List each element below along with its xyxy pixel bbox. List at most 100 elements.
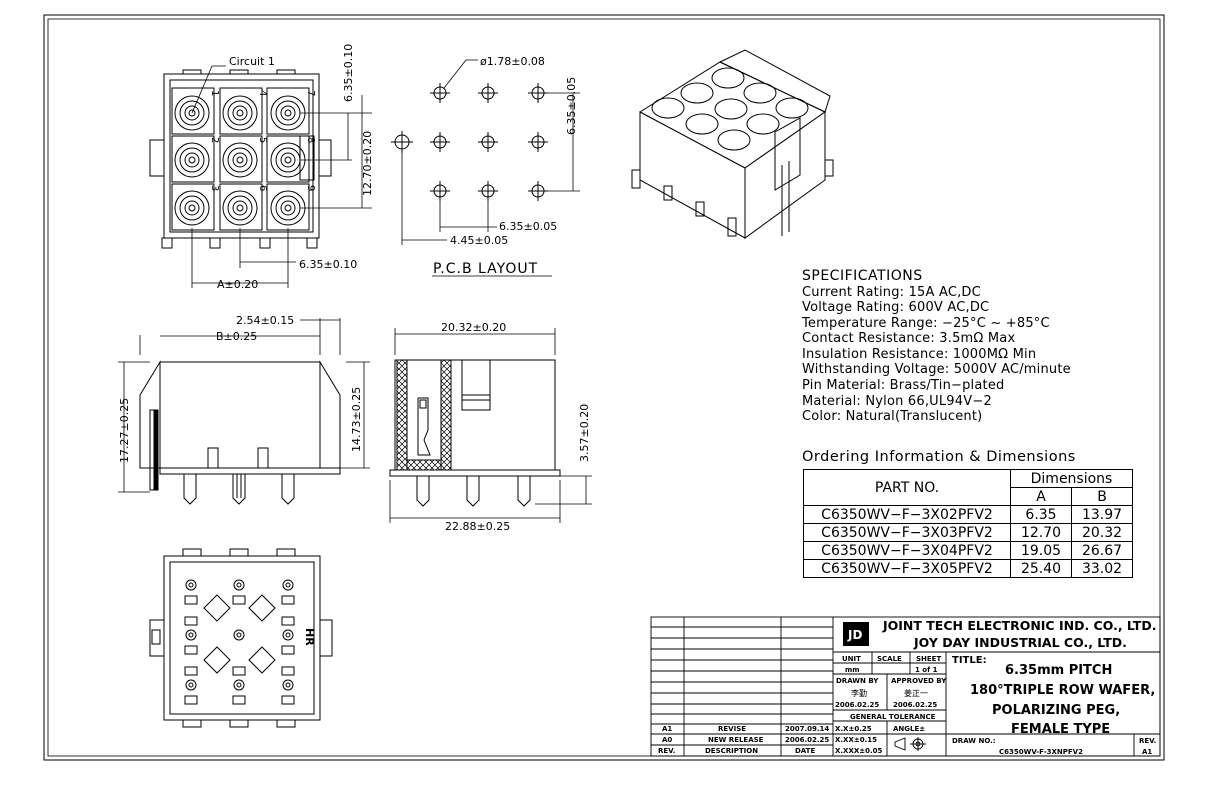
- header-description: DESCRIPTION: [705, 747, 758, 755]
- draw-no-value: C6350WV-F-3XNPFV2: [999, 748, 1083, 756]
- rev-value: A1: [1142, 748, 1152, 756]
- dim-a-cell: 12.70: [1010, 523, 1072, 542]
- bottom-view-mark: HR: [303, 628, 316, 646]
- dim-pcb-offset: 4.45±0.05: [450, 234, 508, 247]
- pin-number: 4: [257, 90, 268, 96]
- draw-no-label: DRAW NO.:: [952, 737, 996, 745]
- dim-side-body: 14.73±0.25: [350, 387, 363, 452]
- spec-line: Color: Natural(Translucent): [802, 409, 983, 424]
- pin-number: 9: [305, 185, 316, 191]
- title-label: TITLE:: [952, 655, 987, 666]
- drawn-by-label: DRAWN BY: [836, 677, 879, 685]
- pin-numbers: 1 2 3 4 5 6 7 8 9: [209, 90, 316, 191]
- dim-front-right: 12.70±0.20: [361, 131, 374, 196]
- sheet-value: 1 of 1: [915, 666, 938, 674]
- revision-date: 2007.09.14: [785, 725, 829, 733]
- unit-label: UNIT: [842, 655, 861, 663]
- dim-pcb-vertical: 6.35±0.05: [565, 77, 578, 135]
- title-line-1: 6.35mm PITCH: [1005, 663, 1112, 678]
- col-part-no: PART NO.: [803, 469, 1011, 506]
- isometric-view: [631, 49, 834, 239]
- part-no-cell: C6350WV−F−3X02PFV2: [803, 505, 1011, 524]
- pcb-layout-dimensions: [401, 59, 580, 277]
- tolerance-1: X.X±0.25: [835, 725, 872, 733]
- table-row: C6350WV−F−3X02PFV2 6.35 13.97: [803, 505, 1133, 524]
- side-view-dimensions: [118, 318, 370, 493]
- drawn-by-name: 李勤: [851, 688, 867, 698]
- company-logo: JD: [843, 622, 869, 646]
- pcb-hole-size: ø1.78±0.08: [480, 55, 545, 68]
- approved-date: 2006.02.25: [893, 701, 937, 709]
- unit-value: mm: [845, 666, 860, 674]
- pcb-layout-holes: [391, 83, 548, 201]
- tolerance-2: X.XX±0.15: [835, 736, 877, 744]
- drawn-date: 2006.02.25: [835, 701, 879, 709]
- general-tolerance-label: GENERAL TOLERANCE: [850, 713, 936, 721]
- title-line-3: POLARIZING PEG,: [992, 703, 1120, 718]
- dim-section-base: 22.88±0.25: [445, 520, 510, 533]
- rev-label-right: REV.: [1139, 737, 1156, 745]
- dim-b-cell: 33.02: [1071, 559, 1133, 578]
- revision-rev: A1: [662, 725, 672, 733]
- title-line-4: FEMALE TYPE: [1011, 722, 1110, 737]
- pin-number: 3: [209, 185, 220, 191]
- section-view: [389, 359, 561, 507]
- title-line-2: 180°TRIPLE ROW WAFER,: [970, 683, 1155, 698]
- pin-number: 6: [257, 185, 268, 191]
- col-b: B: [1071, 487, 1133, 506]
- company-name-1: JOINT TECH ELECTRONIC IND. CO., LTD.: [882, 618, 1156, 633]
- front-view-contacts: [174, 95, 306, 226]
- ordering-table: PART NO. Dimensions A B C6350WV−F−3X02PF…: [803, 469, 1133, 578]
- spec-line: Insulation Resistance: 1000MΩ Min: [802, 346, 1037, 362]
- spec-line: Voltage Rating: 600V AC,DC: [802, 300, 990, 315]
- dim-side-b: B±0.25: [216, 330, 257, 343]
- section-view-dimensions: [389, 328, 592, 523]
- dim-side-height: 17.27±0.25: [118, 398, 131, 463]
- dim-side-peg: 2.54±0.15: [236, 314, 294, 327]
- sheet-label: SHEET: [916, 655, 941, 663]
- revision-date: 2006.02.25: [785, 736, 829, 744]
- pin-number: 7: [305, 90, 316, 96]
- specifications-title: SPECIFICATIONS: [802, 268, 923, 284]
- spec-line: Contact Resistance: 3.5mΩ Max: [802, 331, 1016, 346]
- dim-front-top: 6.35±0.10: [342, 44, 355, 102]
- pin-number: 5: [257, 137, 268, 143]
- spec-line: Withstanding Voltage: 5000V AC/minute: [802, 362, 1071, 377]
- spec-line: Temperature Range: −25°C ~ +85°C: [802, 315, 1050, 331]
- angle-label: ANGLE±: [893, 725, 925, 733]
- approved-by-name: 姜正一: [904, 688, 928, 698]
- spec-line: Current Rating: 15A AC,DC: [802, 285, 981, 300]
- dim-section-width: 20.32±0.20: [441, 321, 506, 334]
- header-date: DATE: [795, 747, 815, 755]
- bottom-view: [149, 548, 333, 728]
- approved-by-label: APPROVED BY: [891, 677, 947, 685]
- projection-symbol-icon: [894, 737, 926, 751]
- table-row: C6350WV−F−3X05PFV2 25.40 33.02: [803, 559, 1133, 578]
- dim-pcb-horizontal: 6.35±0.05: [499, 220, 557, 233]
- dim-a-cell: 25.40: [1010, 559, 1072, 578]
- pin-number: 1: [209, 90, 220, 96]
- col-dimensions: Dimensions: [1010, 469, 1133, 488]
- scale-label: SCALE: [877, 655, 902, 663]
- pin-number: 8: [305, 137, 316, 143]
- tolerance-3: X.XXX±0.05: [835, 747, 883, 755]
- title-block-lines: [650, 616, 1161, 757]
- col-a: A: [1010, 487, 1072, 506]
- inner-border: [47, 18, 1161, 757]
- table-row: C6350WV−F−3X03PFV2 12.70 20.32: [803, 523, 1133, 542]
- bottom-view-pins: [184, 579, 295, 705]
- side-view: [139, 360, 341, 505]
- dim-b-cell: 26.67: [1071, 541, 1133, 560]
- part-no-cell: C6350WV−F−3X05PFV2: [803, 559, 1011, 578]
- ordering-title: Ordering Information & Dimensions: [802, 449, 1076, 465]
- revision-rev: A0: [662, 736, 672, 744]
- dim-a-cell: 19.05: [1010, 541, 1072, 560]
- pin-number: 2: [209, 137, 220, 143]
- part-no-cell: C6350WV−F−3X03PFV2: [803, 523, 1011, 542]
- front-view: [149, 69, 332, 249]
- outer-border: [43, 14, 1165, 761]
- dim-b-cell: 20.32: [1071, 523, 1133, 542]
- dim-b-cell: 13.97: [1071, 505, 1133, 524]
- revision-desc: NEW RELEASE: [708, 736, 764, 744]
